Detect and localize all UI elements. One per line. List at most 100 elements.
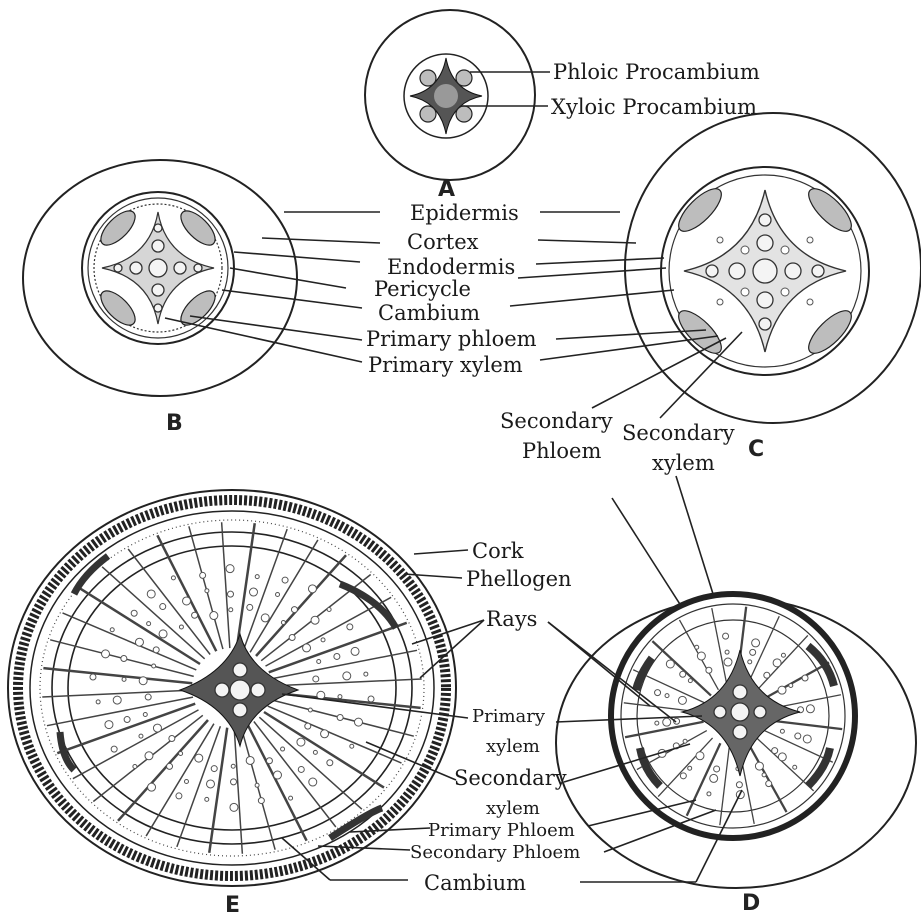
figure-c-vessel-6 — [706, 265, 718, 277]
figure-d-vessel-30 — [666, 660, 674, 668]
figure-b-vessel-2 — [154, 224, 162, 232]
figure-e-vessel-2 — [337, 714, 343, 720]
figure-e-vessel-77 — [311, 616, 319, 624]
label-secondary-phloem-lower: Secondary Phloem — [410, 842, 580, 863]
figure-d-vessel-15 — [707, 792, 711, 796]
figure-e-vessel-76 — [289, 635, 295, 641]
figure-e-vessel-59 — [183, 597, 191, 605]
figure-e-vessel-27 — [176, 793, 182, 799]
figure-e-vessel-23 — [207, 780, 215, 788]
figure-e-vessel-9 — [327, 760, 333, 766]
figure-b-vessel-7 — [174, 262, 186, 274]
figure-c-cell-3 — [741, 288, 749, 296]
label-xyloic-procambium: Xyloic Procambium — [551, 95, 757, 119]
label-primary-phloem: Primary phloem — [366, 327, 537, 351]
figure-e-pxylem-vessel-2 — [215, 683, 229, 697]
figure-e-vessel-68 — [249, 588, 257, 596]
figure-e-vessel-25 — [195, 754, 203, 762]
figure-e-vessel-85 — [313, 676, 319, 682]
figure-b-vessel-center — [149, 259, 167, 277]
figure-e-vessel-75 — [308, 585, 316, 593]
figure-e-vessel-14 — [273, 771, 281, 779]
figure-e-pxylem-vessel-3 — [251, 683, 265, 697]
figure-d-vessel-28 — [688, 679, 692, 683]
label-primary-phloem-lower: Primary Phloem — [428, 820, 575, 841]
figure-d-vessel-17 — [688, 766, 692, 770]
figure-e-vessel-70 — [261, 614, 269, 622]
figure-a-phloem-4 — [456, 106, 472, 122]
figure-e-vessel-12 — [309, 778, 317, 786]
figure-c-cell-7 — [717, 299, 723, 305]
label-cambium-lower: Cambium — [424, 871, 526, 895]
figure-d-vessel-2 — [733, 685, 747, 699]
label-primary-xylem-line1: Primary — [472, 706, 546, 727]
label-cortex: Cortex — [407, 230, 479, 254]
figure-e-vessel-45 — [90, 674, 96, 680]
figure-e-vessel-66 — [226, 565, 234, 573]
figure-b-vessel-6 — [114, 264, 122, 272]
figure-b-vessel-1 — [152, 240, 164, 252]
figure-e-vessel-1 — [308, 708, 312, 712]
figure-e-vessel-15 — [289, 796, 293, 800]
figure-e-vessel-8 — [313, 750, 317, 754]
figure-e-vessel-22 — [211, 766, 217, 772]
figure-e-vessel-18 — [258, 798, 264, 804]
figure-d-vessel-32 — [697, 652, 705, 660]
label-cambium-upper: Cambium — [378, 301, 480, 325]
figure-e-vessel-79 — [303, 644, 311, 652]
figure-d-vessel-39 — [752, 639, 760, 647]
figure-d-vessel-34 — [724, 658, 732, 666]
label-primary-xylem: Primary xylem — [368, 353, 523, 377]
figure-d: D — [556, 594, 916, 916]
figure-d-vessel-3 — [803, 735, 811, 743]
figure-e-vessel-29 — [167, 763, 173, 769]
label-secondary-xylem-line1: Secondary — [622, 421, 735, 445]
figure-e-vessel-51 — [110, 628, 114, 632]
figure-e-vessel-50 — [135, 638, 143, 646]
figure-e-vessel-87 — [364, 672, 368, 676]
figure-c-cell-6 — [807, 237, 813, 243]
figure-e-vessel-6 — [350, 744, 354, 748]
figure-d-vessel-33 — [695, 645, 699, 649]
figure-e-vessel-83 — [334, 653, 340, 659]
figure-e-vessel-40 — [145, 694, 151, 700]
figure-d-vessel-37 — [748, 660, 752, 664]
figure-e-vessel-11 — [298, 766, 304, 772]
figure-e-vessel-84 — [351, 647, 359, 655]
figure-d-vessel-7 — [755, 762, 763, 770]
figure-c-cell-8 — [807, 299, 813, 305]
label-epidermis: Epidermis — [410, 201, 519, 225]
figure-letter-e: E — [225, 893, 240, 917]
figure-d-vessel-6 — [793, 765, 797, 769]
figure-e-vessel-82 — [317, 660, 321, 664]
figure-e-vessel-10 — [281, 747, 285, 751]
figure-d-vessel-42 — [781, 653, 785, 657]
figure-e: E — [8, 490, 456, 917]
figure-c-vessel-4 — [759, 318, 771, 330]
figure-d-vessel-13 — [714, 766, 720, 772]
figure-e-vessel-5 — [321, 730, 329, 738]
figure-d-vessel-48 — [806, 705, 814, 713]
figure-a-phloem-2 — [456, 70, 472, 86]
label-primary-xylem-line2: xylem — [486, 736, 540, 757]
label-rays: Rays — [486, 607, 537, 631]
figure-d-vessel-27 — [655, 690, 661, 696]
label-secondary-phloem-line2: Phloem — [522, 439, 601, 463]
figure-e-vessel-49 — [153, 647, 159, 653]
figure-e-vessel-39 — [105, 721, 113, 729]
figure-d-vessel-35 — [725, 650, 729, 654]
figure-e-vessel-30 — [148, 783, 156, 791]
label-secondary-xylem-line1: Secondary — [454, 766, 567, 790]
figure-e-vessel-37 — [143, 712, 147, 716]
figure-d-vessel-25 — [678, 696, 686, 704]
figure-letter-a: A — [438, 177, 455, 202]
figure-e-vessel-48 — [102, 650, 110, 658]
label-secondary-xylem-line2: xylem — [486, 798, 540, 819]
figure-e-vessel-69 — [255, 575, 259, 579]
figure-d-vessel-38 — [750, 649, 756, 655]
figure-e-vessel-4 — [305, 723, 311, 729]
figure-e-vessel-65 — [227, 591, 233, 597]
figure-d-vessel-23 — [663, 718, 671, 726]
figure-b: B — [23, 160, 297, 436]
figure-d-vessel-26 — [665, 694, 669, 698]
